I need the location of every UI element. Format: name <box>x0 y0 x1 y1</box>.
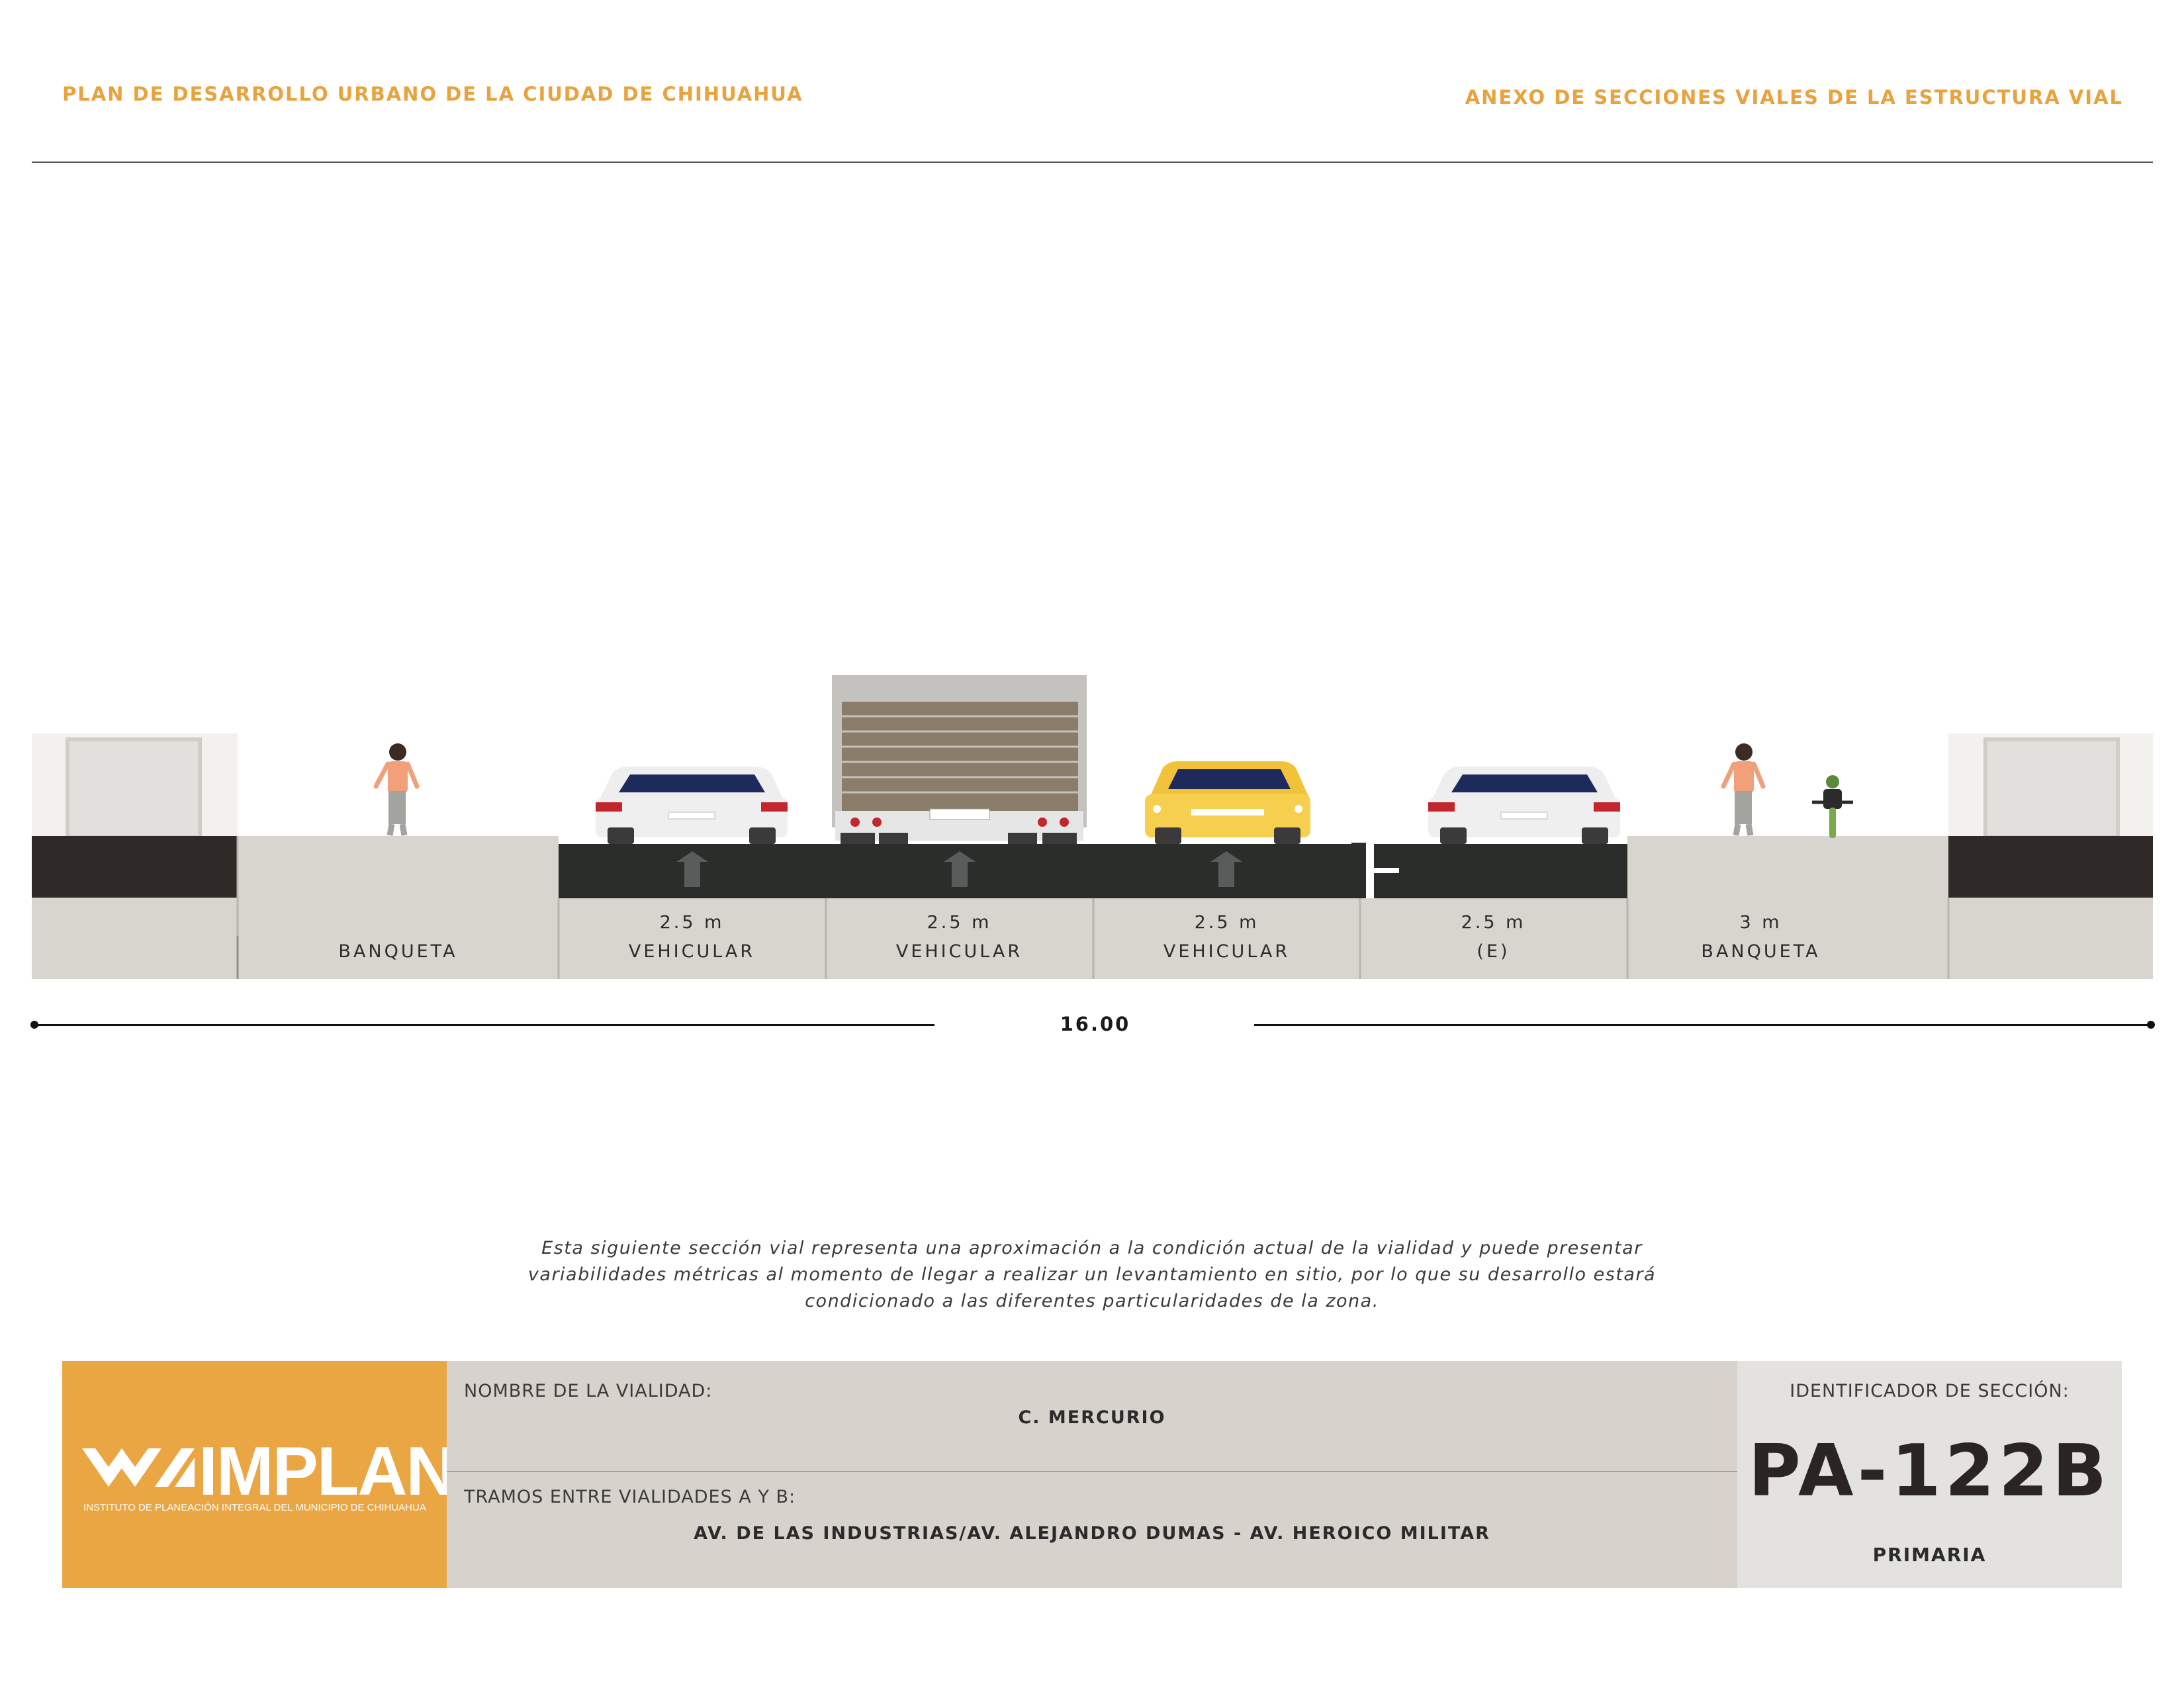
section-id-label: IDENTIFICADOR DE SECCIÓN: <box>1790 1381 2070 1401</box>
lane-6-name: BANQUETA <box>1701 941 1821 962</box>
header-left-title: PLAN DE DESARROLLO URBANO DE LA CIUDAD D… <box>62 83 803 105</box>
road-info-divider <box>447 1471 1737 1472</box>
total-width: 16.00 <box>1060 1013 1131 1035</box>
left-ground <box>32 898 238 979</box>
dimension-line-right-end <box>2147 1021 2155 1029</box>
lane-2-name: VEHICULAR <box>628 941 756 962</box>
implan-logo: IMPLAN INSTITUTO DE PLANEACIÓN INTEGRAL … <box>62 1361 456 1588</box>
left-building-door <box>66 737 202 839</box>
pedestrian-left-icon <box>373 743 420 836</box>
lane-1-name: BANQUETA <box>338 941 458 962</box>
truck-icon <box>832 675 1087 844</box>
segment-label: TRAMOS ENTRE VIALIDADES A Y B: <box>464 1487 796 1507</box>
right-sidewalk <box>1627 836 1948 979</box>
lane-divider-marking <box>1351 843 1399 898</box>
implan-wordmark: IMPLAN <box>199 1433 456 1510</box>
info-block: IMPLAN INSTITUTO DE PLANEACIÓN INTEGRAL … <box>62 1361 2122 1588</box>
section-id-value: PA-122B <box>1748 1430 2111 1513</box>
cyclist-icon <box>1812 775 1853 838</box>
car-white-right-icon <box>1428 767 1620 844</box>
lane-3-dimension: 2.5 m <box>927 912 992 933</box>
road-info-panel: NOMBRE DE LA VIALIDAD: C. MERCURIO TRAMO… <box>447 1361 1737 1588</box>
disclaimer-text: Esta siguiente sección vial representa u… <box>527 1238 1657 1311</box>
car-white-left-icon <box>596 767 788 844</box>
road-name-value: C. MERCURIO <box>1018 1407 1166 1428</box>
right-building-door <box>1983 737 2120 839</box>
arrow-lane-3-icon <box>1210 851 1242 887</box>
roadway <box>559 844 1627 898</box>
left-property-band <box>32 836 238 898</box>
lane-5-dimension: 2.5 m <box>1461 912 1526 933</box>
implan-subtitle: INSTITUTO DE PLANEACIÓN INTEGRAL DEL MUN… <box>83 1502 426 1513</box>
header-right-title: ANEXO DE SECCIONES VIALES DE LA ESTRUCTU… <box>1465 86 2123 109</box>
taxi-icon <box>1145 761 1310 844</box>
lane-6-dimension: 3 m <box>1739 912 1782 933</box>
road-classification: PRIMARIA <box>1872 1544 1987 1566</box>
segment-value: AV. DE LAS INDUSTRIAS/AV. ALEJANDRO DUMA… <box>694 1523 1490 1544</box>
dimension-line-left <box>34 1024 934 1026</box>
header-divider <box>32 162 2153 163</box>
dimension-line-right <box>1254 1024 2151 1026</box>
arrow-lane-2-icon <box>944 851 976 887</box>
right-ground <box>1948 898 2153 979</box>
section-id-panel: IDENTIFICADOR DE SECCIÓN: PA-122B PRIMAR… <box>1737 1361 2122 1588</box>
lane-4-dimension: 2.5 m <box>1194 912 1259 933</box>
lane-5-name: (E) <box>1477 941 1510 962</box>
lane-4-name: VEHICULAR <box>1163 941 1291 962</box>
left-sidewalk <box>238 836 559 979</box>
lane-2-dimension: 2.5 m <box>659 912 725 933</box>
right-property-band <box>1948 836 2153 898</box>
road-section-drawing <box>32 675 2153 979</box>
implan-mark-icon <box>82 1448 195 1487</box>
lane-3-name: VEHICULAR <box>895 941 1023 962</box>
pedestrian-right-icon <box>1721 743 1766 836</box>
road-name-label: NOMBRE DE LA VIALIDAD: <box>464 1381 713 1401</box>
arrow-lane-1-icon <box>676 851 708 887</box>
